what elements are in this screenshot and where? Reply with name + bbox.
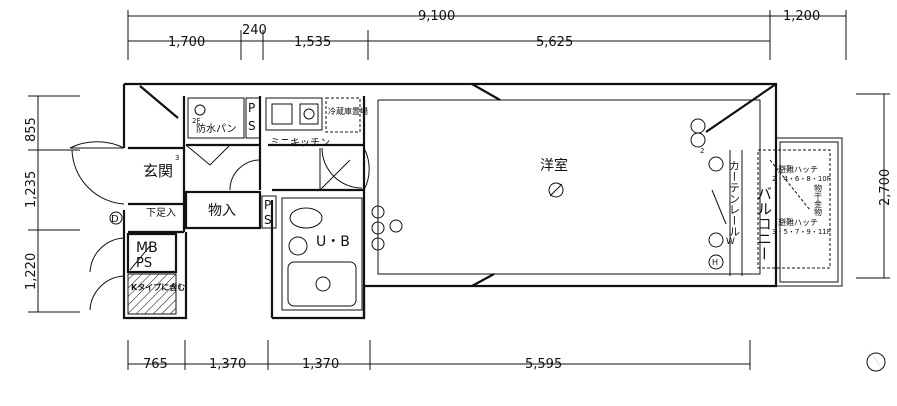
dim-left-seg-1: 855 — [24, 117, 39, 142]
floor-2f-label: 2F — [192, 117, 200, 125]
storage-label: 物入 — [208, 203, 236, 219]
bathtub — [287, 261, 357, 307]
dim-bottom-seg-3: 1,370 — [302, 357, 339, 372]
mb-door-arc — [89, 237, 125, 273]
meter-box-label: MB — [136, 240, 158, 256]
balcony-label: バルコニー — [755, 186, 773, 261]
k-type-area — [127, 273, 177, 315]
refrigerator-label: 冷蔵庫置場 — [328, 106, 368, 116]
dim-bottom-seg-2: 1,370 — [209, 357, 246, 372]
dim-top-seg-2: 240 — [242, 23, 267, 38]
marker-d-circle — [109, 211, 123, 225]
interior-doors — [185, 144, 370, 191]
refrigerator-space — [325, 97, 361, 133]
ps-box-upper-s: S — [248, 119, 256, 133]
meter-box-ps-label: PS — [136, 256, 152, 271]
dim-top-total: 9,100 — [418, 9, 455, 24]
entrance-door — [69, 141, 125, 205]
kitchen-counter — [265, 97, 323, 131]
dim-top-seg-3: 1,535 — [294, 35, 331, 50]
marker-h: H — [712, 258, 718, 267]
western-room-label: 洋室 — [540, 157, 568, 174]
bath-unit — [281, 197, 363, 311]
wash-basin — [288, 236, 308, 256]
bath-drain — [315, 276, 331, 292]
north-arrow-icon — [866, 350, 886, 374]
balcony — [757, 137, 843, 287]
dim-bottom-seg-4: 5,595 — [525, 357, 562, 372]
waterproof-pan — [187, 97, 245, 139]
marker-d: D — [111, 214, 119, 225]
outer-walls — [122, 82, 778, 320]
dim-right-height: 2,700 — [878, 169, 893, 206]
interior-walls — [128, 96, 366, 318]
mini-kitchen-label: ミニキッチン — [270, 137, 330, 149]
hatch-lower-label: 避難ハッチ — [778, 217, 818, 227]
kitchen-stove — [299, 103, 319, 125]
ps-box-lower-s: S — [264, 213, 272, 227]
toilet — [289, 207, 323, 229]
top-dimension-lines — [127, 10, 847, 60]
meter-box — [126, 232, 178, 274]
hatch-outline — [769, 159, 811, 211]
dim-left-seg-2: 1,235 — [24, 171, 39, 208]
hatch-upper-floors: 2・4・6・8・10F — [772, 175, 831, 183]
ps-box-upper-p: P — [248, 101, 255, 115]
shoe-cabinet-label: 下足入 — [146, 207, 176, 219]
mb-door-arc-2 — [89, 275, 125, 311]
waterproof-pan-tap — [194, 104, 206, 116]
clothes-pole-label: 物干金物 — [814, 183, 823, 217]
left-dimension-lines — [28, 95, 80, 313]
ps-box-upper — [245, 97, 261, 139]
dim-left-seg-3: 1,220 — [24, 253, 39, 290]
kitchen-sink — [271, 103, 293, 125]
marker-2: 2 — [700, 147, 704, 155]
kitchen-burner — [303, 108, 315, 120]
balcony-window — [711, 150, 743, 276]
dim-bottom-seg-1: 765 — [143, 357, 168, 372]
marker-3: 3 — [175, 154, 179, 162]
bottom-dimension-lines — [127, 340, 751, 370]
hatch-upper-label: 避難ハッチ — [778, 164, 818, 174]
dim-top-seg-4: 5,625 — [536, 35, 573, 50]
dim-top-right: 1,200 — [783, 9, 820, 24]
dim-top-seg-1: 1,700 — [168, 35, 205, 50]
curtain-rail-label: カーテンレール — [728, 160, 741, 237]
entrance-label: 玄関 — [143, 162, 173, 180]
ceiling-light-icon — [548, 182, 564, 198]
k-type-note: Kタイプに含む — [131, 282, 185, 292]
ps-box-lower-p: P — [264, 198, 271, 212]
ps-box-lower — [261, 195, 277, 229]
hatch-lower-floors: 3・5・7・9・11F — [772, 228, 831, 236]
outlet-icons — [371, 118, 724, 270]
waterproof-pan-label: 防水パン — [196, 122, 237, 135]
right-dimension-lines — [856, 93, 890, 279]
bath-label: U・B — [316, 234, 350, 250]
